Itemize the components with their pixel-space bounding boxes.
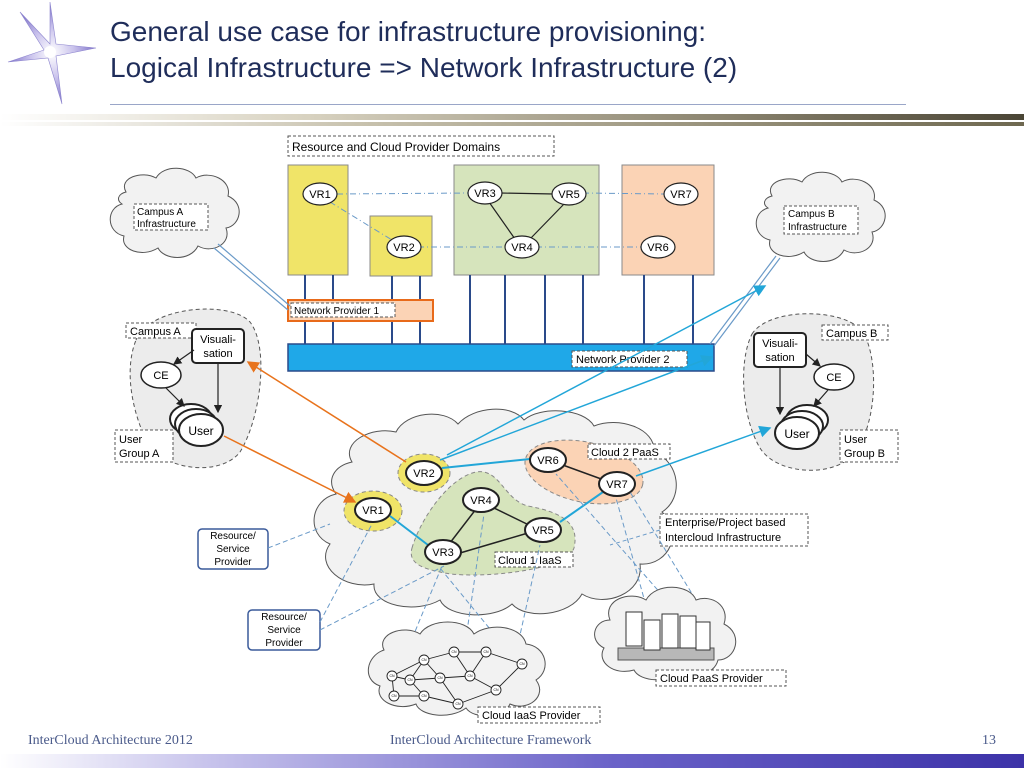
slide-title: General use case for infrastructure prov… [110,14,930,86]
cn-node-11: CN [421,694,427,698]
footer-left: InterCloud Architecture 2012 [28,733,193,748]
domain-box-yellow-1 [287,164,349,276]
cn-node-8: CN [467,674,473,678]
cn-node-2: CN [421,658,427,662]
network-provider-1-label: Network Provider 1 [294,306,379,317]
user-group-a-2: Group A [119,448,160,460]
cloud-iaas-provider-label: Cloud IaaS Provider [482,710,581,722]
cloud-router-vr2: VR2 [413,468,434,480]
top-router-vr5: VR5 [558,189,579,201]
page-number: 13 [982,733,996,748]
resource-provider-2-line2: Service [267,625,301,636]
cloud-router-vr1: VR1 [362,505,383,517]
enterprise-label-2: Intercloud Infrastructure [665,532,781,544]
cn-node-4: CN [483,650,489,654]
cloud-router-vr5: VR5 [532,525,553,537]
cloud-router-vr7: VR7 [606,479,627,491]
campus-a-infra-label-1: Campus A [137,207,183,218]
cloud1-iaas-label: Cloud 1 IaaS [498,555,562,567]
resource-provider-1-line1: Resource/ [210,531,256,542]
user-group-b-2: Group B [844,448,885,460]
top-router-vr4: VR4 [511,242,532,254]
star-logo-icon [7,1,97,105]
cn-node-12: CN [455,702,461,706]
network-provider-2-label: Network Provider 2 [576,354,670,366]
cn-node-7: CN [437,676,443,680]
campus-a-visualisation-1: Visuali- [200,334,236,346]
campus-b-visualisation-2: sation [765,352,794,364]
top-router-vr3: VR3 [474,188,495,200]
campus-a-visualisation-2: sation [203,348,232,360]
top-router-vr2: VR2 [393,242,414,254]
campus-a-ce: CE [153,370,168,382]
resource-provider-2-line1: Resource/ [261,612,307,623]
server-icon-4 [679,615,697,649]
title-rule [110,104,906,105]
domain-box-green [453,164,600,276]
campus-b-visualisation-1: Visuali- [762,338,798,350]
campus-a-label: Campus A [130,326,181,338]
footer-center: InterCloud Architecture Framework [390,733,592,748]
cn-node-6: CN [407,678,413,682]
header-band-1 [0,114,1024,120]
resource-provider-1-line2: Service [216,544,250,555]
cloud-iaas-cloud [368,621,546,717]
top-router-vr6: VR6 [647,242,668,254]
server-icon-5 [695,621,711,651]
campus-a-user: User [188,424,213,438]
cloud2-paas-label: Cloud 2 PaaS [591,447,659,459]
resource-provider-2-line3: Provider [265,638,303,649]
top-router-vr7: VR7 [670,189,691,201]
domain-box-peach [621,164,715,276]
cn-node-3: CN [451,650,457,654]
footer-band [0,754,1024,768]
title-line-1: General use case for infrastructure prov… [110,16,707,47]
campus-b-infra-label-2: Infrastructure [788,222,847,233]
cn-node-10: CN [391,694,397,698]
user-group-b-1: User [844,434,868,446]
domains-label: Resource and Cloud Provider Domains [292,140,500,154]
header-band-2 [0,122,1024,126]
cloud-paas-provider-label: Cloud PaaS Provider [660,673,763,685]
cn-node-1: CN [389,674,395,678]
campus-b-user: User [784,427,809,441]
cloud-router-vr6: VR6 [537,455,558,467]
campus-b-ce: CE [826,372,841,384]
top-router-vr1: VR1 [309,189,330,201]
resource-provider-1-line3: Provider [214,557,252,568]
cloud-router-vr4: VR4 [470,495,491,507]
resource-provider-1 [197,528,269,570]
server-icon-2 [643,619,661,651]
campus-a-infra-label-2: Infrastructure [137,219,196,230]
server-icon-1 [625,611,643,647]
campus-b-infra-label-1: Campus B [788,209,835,220]
enterprise-label-1: Enterprise/Project based [665,517,785,529]
server-icon-3 [661,613,679,649]
campus-b-label: Campus B [826,328,877,340]
cloud-router-vr3: VR3 [432,547,453,559]
cn-node-5: CN [519,662,525,666]
user-group-a-1: User [119,434,143,446]
title-line-2: Logical Infrastructure => Network Infras… [110,52,738,83]
cn-node-9: CN [493,688,499,692]
